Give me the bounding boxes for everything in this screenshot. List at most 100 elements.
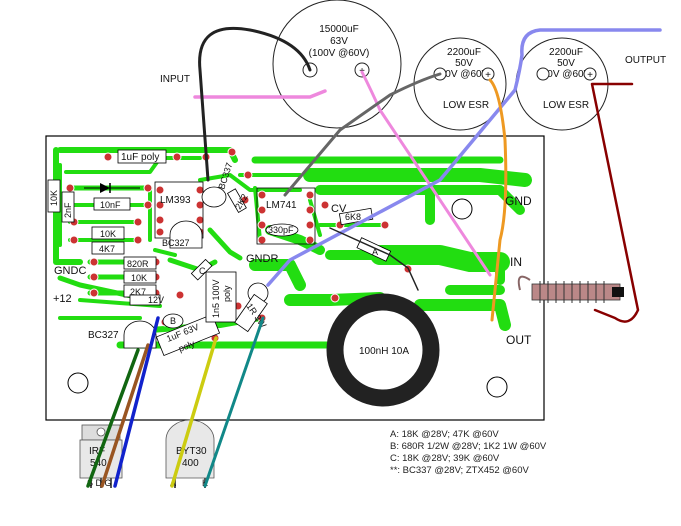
mounting-hole xyxy=(451,198,473,220)
mounting-hole xyxy=(486,376,508,398)
resistor-10k-vertical-label: 10K xyxy=(49,190,59,206)
note-line: **: BC337 @28V; ZTX452 @60V xyxy=(390,465,529,476)
resistor-c-label: C xyxy=(199,266,206,276)
capacitor-10nf-label: 10nF xyxy=(100,200,121,210)
cap-15000-line1: 15000uF xyxy=(319,24,358,35)
resistor-6k8-label: 6K8 xyxy=(345,212,361,222)
label-cv: CV xyxy=(331,203,347,215)
resistor-10k-a-label: 10K xyxy=(100,229,116,239)
resistor-a-label: A xyxy=(372,247,378,257)
resistor-4k7-label: 4K7 xyxy=(99,244,115,254)
wire-black-small xyxy=(329,227,419,291)
resistor-2k2 xyxy=(226,188,247,213)
wire-teal xyxy=(203,316,265,488)
wire-dark-red xyxy=(590,82,640,323)
zener-12v xyxy=(129,294,161,306)
label-plus12: +12 xyxy=(53,293,72,305)
transistor-bc337 xyxy=(201,186,227,208)
cap-15000-line3: (100V @60V) xyxy=(309,48,370,59)
diode-label-2: 400 xyxy=(182,458,199,469)
capacitor-1uf-poly-label: 1uF poly xyxy=(121,152,159,163)
wires xyxy=(86,26,662,488)
ic-lm393-label: LM393 xyxy=(160,195,191,206)
cap-15000-line2: 63V xyxy=(330,36,348,47)
cap-right-line4: LOW ESR xyxy=(543,100,589,111)
wire-input-pink xyxy=(193,89,327,99)
resistor-820r-label: 820R xyxy=(127,259,149,269)
resistor-10k-b xyxy=(123,270,157,284)
cap-right-plus: + xyxy=(587,70,593,81)
cap-left-line2: 50V xyxy=(455,58,473,69)
output-coil xyxy=(517,275,624,303)
wire-gray xyxy=(283,72,442,197)
capacitor-10nf xyxy=(93,197,131,211)
inductor-toroid xyxy=(326,293,440,407)
capacitor-330pf xyxy=(265,223,299,237)
note-line: C: 18K @28V; 39K @60V xyxy=(390,453,500,464)
resistor-10k-b-label: 10K xyxy=(131,273,147,283)
wire-yellow xyxy=(170,336,218,488)
resistor-b-small-label: B xyxy=(170,316,176,326)
mounting-hole xyxy=(67,372,89,394)
ic-lm741-label: LM741 xyxy=(266,200,297,211)
cap-left-line4: LOW ESR xyxy=(443,100,489,111)
resistor-10k-vertical xyxy=(47,179,61,213)
ic-lm741 xyxy=(256,187,316,245)
wire-blue-output xyxy=(266,28,662,287)
mosfet-label-1: IRF xyxy=(89,446,105,457)
diode-symbol xyxy=(84,183,140,193)
label-input: INPUT xyxy=(160,74,190,85)
wire-pink-diag xyxy=(360,70,492,277)
resistor-4k7 xyxy=(91,241,125,255)
capacitor-1uf-poly xyxy=(117,149,167,164)
capacitor-2nf xyxy=(61,191,75,223)
label-gnd: GND xyxy=(505,194,532,208)
wire-green-dark xyxy=(86,348,140,488)
cap-left-pos-pad xyxy=(481,67,495,81)
cap-15000-pos-pad xyxy=(354,62,370,78)
note-line: A: 18K @28V; 47K @60V xyxy=(390,429,499,440)
wire-orange xyxy=(488,78,508,322)
cap-right-line3: (80V @60V) xyxy=(538,69,593,80)
cap-right-pos-pad xyxy=(583,67,597,81)
transistor-bc327-a-label: BC327 xyxy=(162,238,190,248)
capacitor-1uf-63v xyxy=(155,313,221,357)
capacitor-330pf-label: 330pF xyxy=(268,225,294,235)
resistor-b-small xyxy=(162,313,184,329)
wire-royal-blue xyxy=(113,316,160,488)
mosfet-label-2: 540 xyxy=(90,458,107,469)
transistor-bc327-b-label: BC327 xyxy=(88,330,119,341)
inductor-label: 100nH 10A xyxy=(359,346,409,357)
capacitor-15000uf xyxy=(272,0,402,129)
label-output: OUTPUT xyxy=(625,55,666,66)
resistor-2k7-label: 2K7 xyxy=(130,287,146,297)
cap-left-plus: + xyxy=(485,70,491,81)
diode-label-1: BYT30 xyxy=(176,446,207,457)
notes-block: A: 18K @28V; 47K @60V B: 680R 1/2W @28V;… xyxy=(390,429,547,476)
capacitor-1n5 xyxy=(205,271,237,323)
label-out: OUT xyxy=(506,333,532,347)
note-line: B: 680R 1/2W @28V; 1K2 1W @60V xyxy=(390,441,547,452)
resistor-c xyxy=(190,258,213,281)
resistor-1r-3w xyxy=(234,293,268,333)
transistor-bc327-b xyxy=(123,320,157,349)
cap-right-line2: 50V xyxy=(557,58,575,69)
wire-black-big xyxy=(198,26,312,182)
copper-traces xyxy=(53,147,532,349)
resistor-820r xyxy=(123,256,157,270)
mosfet-pins: S D G xyxy=(87,478,112,488)
label-gndc: GNDC xyxy=(54,265,86,277)
cap-left-line3: (80V @60V) xyxy=(436,69,491,80)
capacitor-1n5-label2: poly xyxy=(222,285,232,302)
label-gndr: GNDR xyxy=(246,253,278,265)
wire-brown xyxy=(100,343,150,488)
zener-12v-label: 12V xyxy=(148,295,164,305)
capacitor-1n5-label: 1n5 100V xyxy=(211,279,221,318)
label-in: IN xyxy=(510,255,522,269)
cap-left-line1: 2200uF xyxy=(447,47,481,58)
cap-right-line1: 2200uF xyxy=(549,47,583,58)
cap-right-neg-pad xyxy=(536,67,550,81)
transistor-bc327-a xyxy=(169,220,203,249)
resistor-10k-a xyxy=(91,226,125,240)
